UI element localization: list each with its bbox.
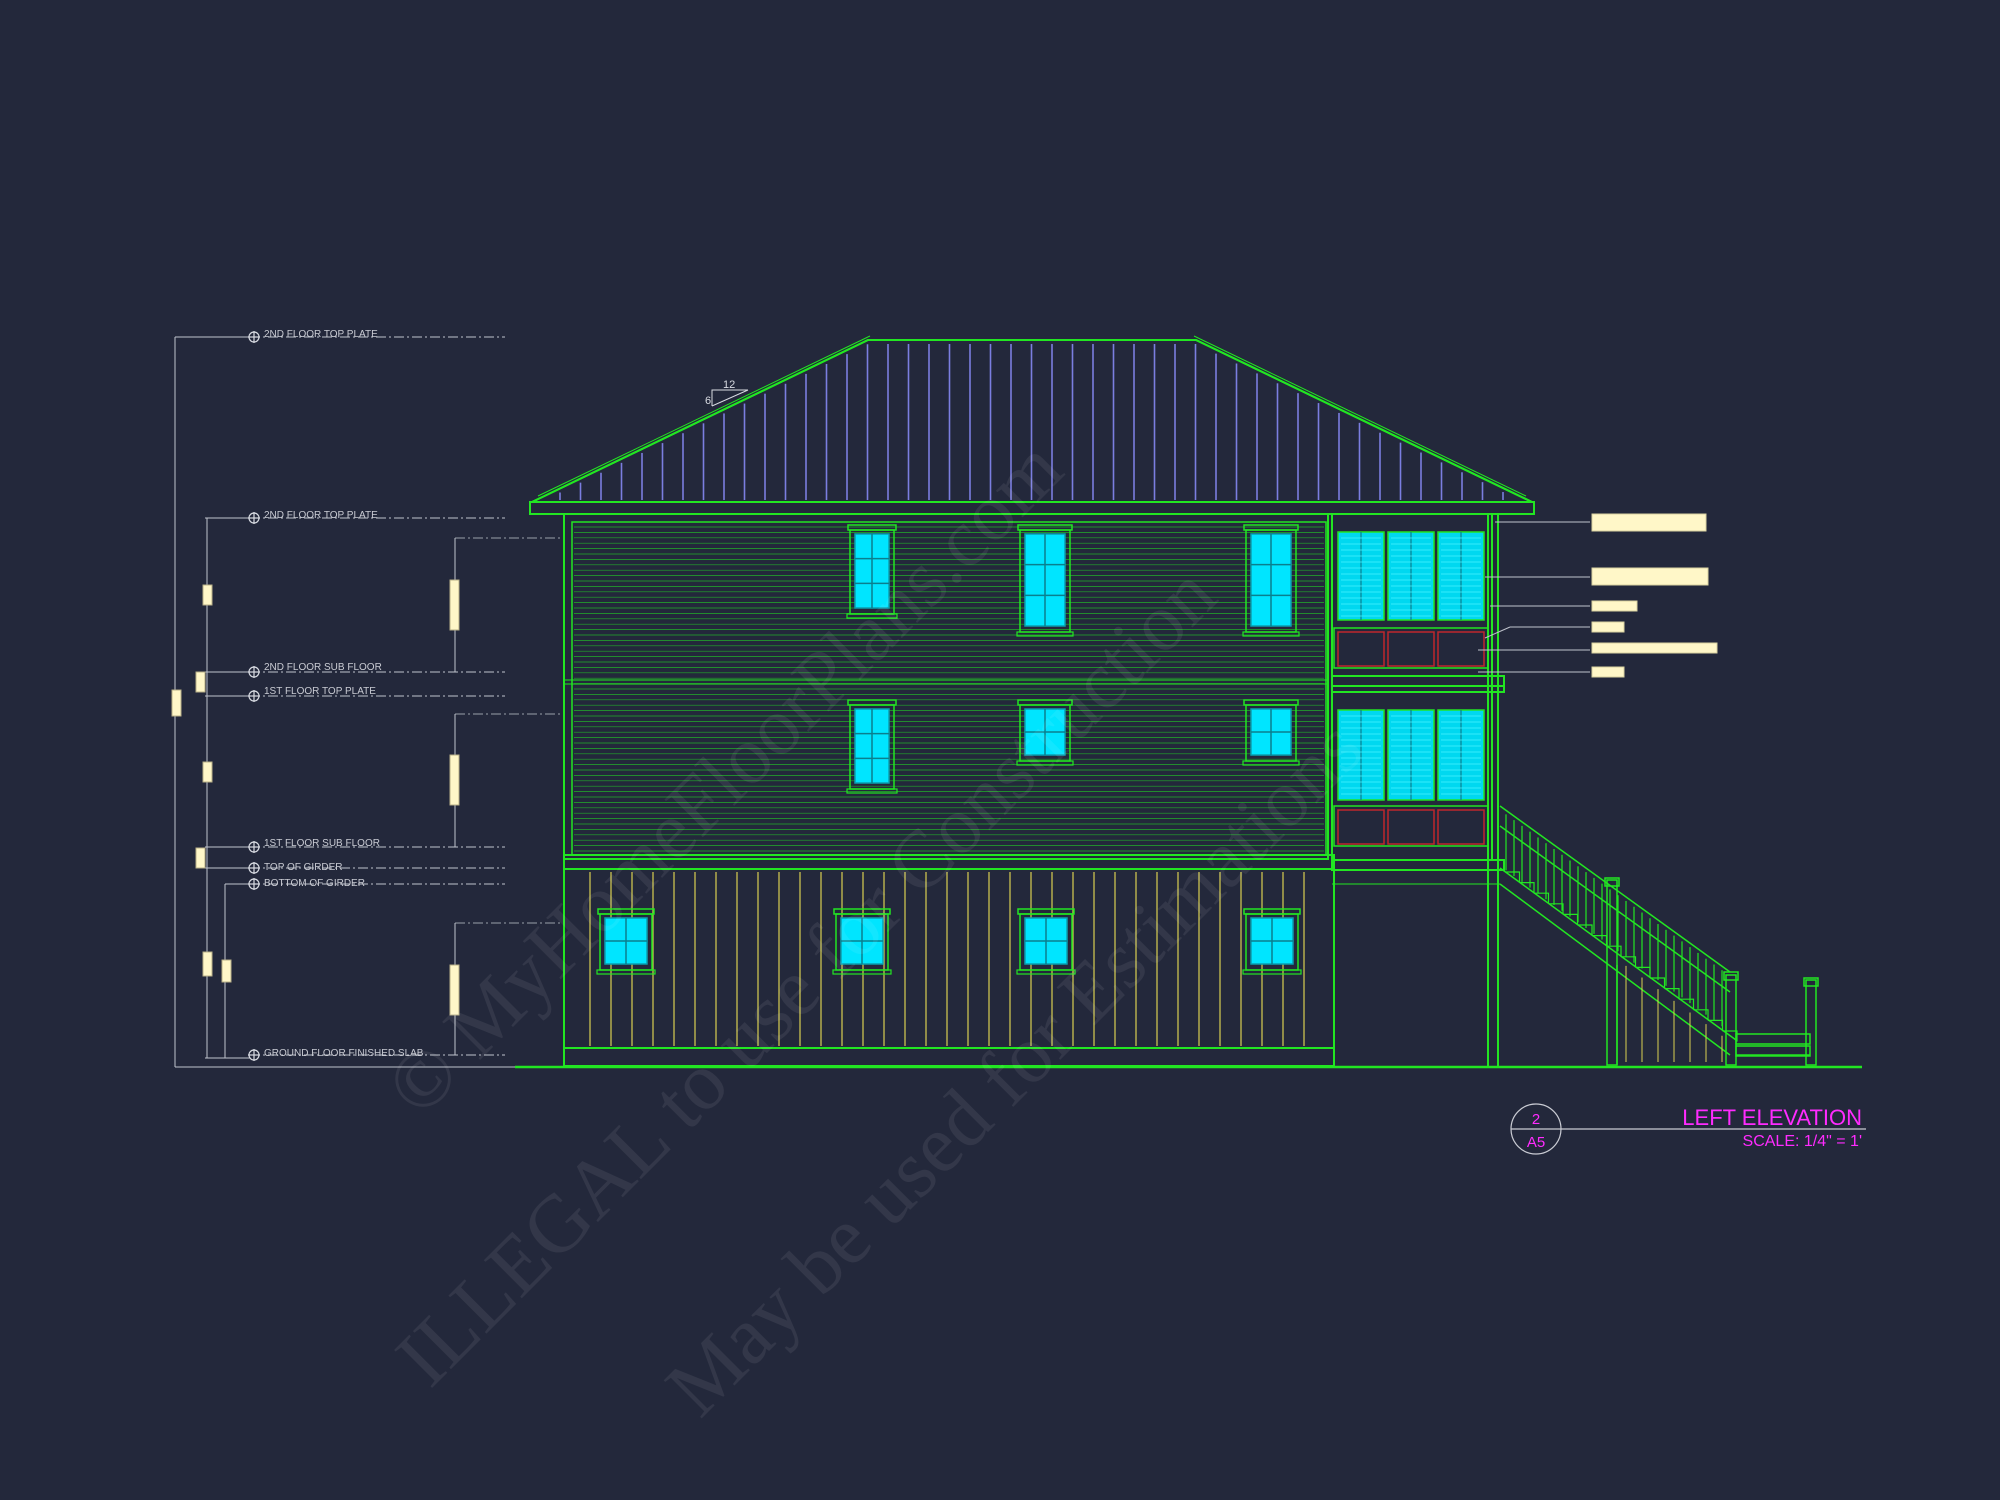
stair-tread [1650,977,1666,989]
level-label-top: 2ND FLOOR TOP PLATE [264,329,378,340]
level-label-ground-slab: GROUND FLOOR FINISHED SLAB [264,1048,424,1059]
stair-tread [1519,881,1535,894]
stair-tread [1563,913,1579,925]
porch-railing-panels [1337,631,1485,845]
window [1016,699,1074,766]
screen-panel [1437,709,1485,801]
window [596,908,656,975]
window [846,699,898,794]
hip-roof [529,335,1535,515]
upper-floors-wall [563,513,1329,860]
screened-porch [1331,513,1505,1067]
exterior-stair [1499,805,1819,1066]
window [1016,908,1076,975]
level-label-1st-top-plate: 1ST FLOOR TOP PLATE [264,686,376,697]
porch-railing-frame [1333,627,1489,847]
screen-panels [1337,531,1485,801]
stair-tread [1693,1009,1709,1021]
window [846,524,898,619]
level-label-1st-sub-floor: 1ST FLOOR SUB FLOOR [264,838,380,849]
ground-floor-wall [563,868,1335,1067]
stair-tread [1679,998,1695,1010]
window [832,908,892,975]
window [1242,699,1300,766]
stair-tread [1635,966,1651,978]
stair-tread [1722,1030,1738,1042]
drawing-title: LEFT ELEVATION [1682,1105,1862,1130]
stair-tread [1606,945,1622,957]
level-label-top-of-girder: TOP OF GIRDER [264,862,343,873]
dimension-tags [171,579,460,1016]
callout-leaders [1478,521,1590,673]
stair-tread [1505,871,1521,883]
screen-panel [1437,531,1485,621]
screen-panel [1337,531,1385,621]
stair-tread [1664,987,1680,1000]
pitch-rise: 6 [705,395,711,407]
stair-tread [1621,956,1637,968]
detail-number: 2 [1532,1111,1540,1128]
callout-tags [1591,513,1718,678]
roof-pitch-symbol [711,389,749,407]
screen-panel [1387,531,1435,621]
window [1242,908,1302,975]
drawing-scale: SCALE: 1/4" = 1' [1743,1133,1862,1150]
stair-tread [1577,924,1593,936]
level-label-bottom-of-girder: BOTTOM OF GIRDER [264,878,365,889]
level-label-2nd-top-plate: 2ND FLOOR TOP PLATE [264,510,378,521]
windows [596,524,1302,975]
screen-panel [1337,709,1385,801]
stair-tread [1534,892,1550,904]
title-block: 2 A5 LEFT ELEVATION SCALE: 1/4" = 1' [1510,1103,1866,1155]
stair-tread [1708,1019,1724,1031]
screen-panel [1387,709,1435,801]
window [1016,524,1074,637]
stair-tread [1548,903,1564,915]
level-label-2nd-sub-floor: 2ND FLOOR SUB FLOOR [264,662,382,673]
window [1242,524,1300,637]
level-target-symbols [248,331,260,1061]
pitch-run: 12 [723,379,735,391]
sheet-number: A5 [1527,1134,1545,1151]
